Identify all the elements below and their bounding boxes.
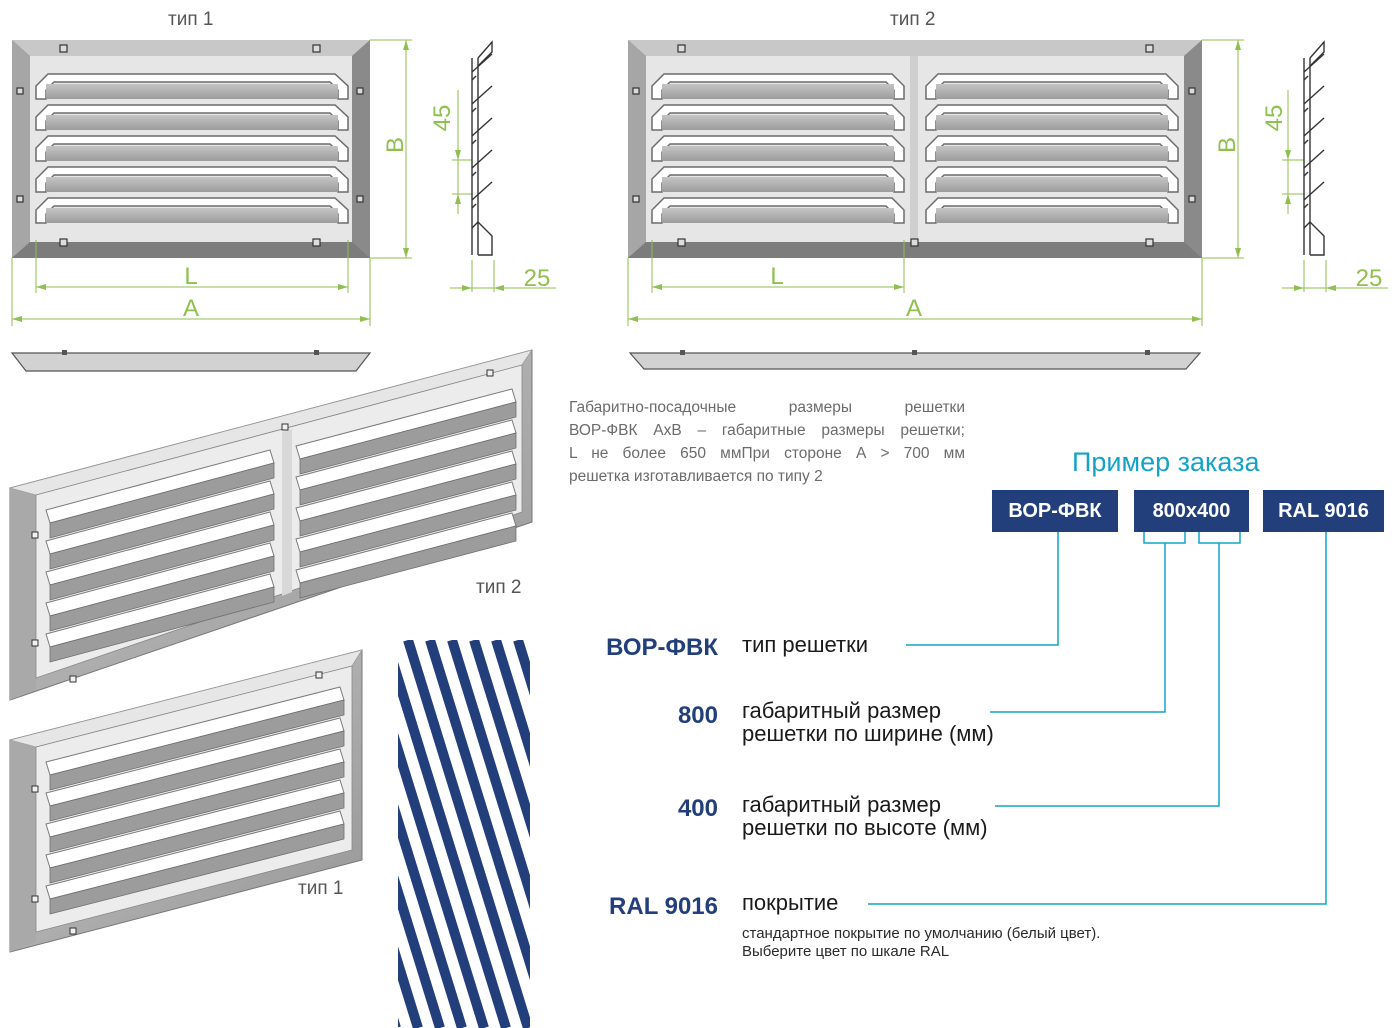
iso-type-1-label: тип 1: [298, 878, 344, 899]
side-profile-type-1: [471, 40, 493, 256]
iso-louvers-type-1: [45, 686, 345, 915]
description-line: Габаритно-посадочные размеры решетки: [569, 399, 965, 416]
coating-note-line: стандартное покрытие по умолчанию (белый…: [742, 925, 1101, 942]
dim-step-label-2: 45: [1261, 105, 1288, 132]
isometric-type-2: [8, 349, 533, 701]
legend-desc-line: покрытие: [742, 890, 839, 915]
dimension-texts-type-1: А L В 45 25: [183, 105, 550, 322]
front-view-type-1: [12, 40, 370, 258]
dimensions-type-1: [11, 39, 556, 326]
legend-desc-line: габаритный размер: [742, 792, 941, 817]
legend-desc-line: тип решетки: [742, 632, 869, 657]
coating-note-line: Выберите цвет по шкале RAL: [742, 943, 950, 960]
order-box-coating: RAL 9016: [1263, 490, 1384, 532]
legend-code-width: 800: [677, 702, 718, 729]
bottom-view-type-1: [10, 350, 372, 372]
dimensions-type-2: [627, 39, 1388, 326]
iso-louvers-left: [45, 449, 275, 663]
dim-height-label-1: В: [382, 137, 409, 153]
legend-code-coating: RAL 9016: [609, 893, 718, 920]
coating-note: стандартное покрытие по умолчанию (белый…: [742, 925, 1100, 961]
front-view-type-2: [628, 40, 1202, 258]
legend-desc-type: тип решетки: [742, 633, 868, 656]
legend-desc-width: габаритный размер решетки по ширине (мм): [742, 699, 994, 745]
isometric-type-1: [8, 649, 363, 953]
dim-louver-length-label-1: L: [184, 263, 197, 290]
dim-width-label-2: А: [906, 295, 922, 322]
description-line: решетка изготавливается по типу 2: [569, 468, 823, 485]
louver-blades-type-2: [651, 73, 1179, 224]
mounting-dimensions-description: Габаритно-посадочные размеры решетки ВОР…: [569, 396, 965, 488]
decorative-stripes: [398, 640, 530, 1028]
dimension-texts-type-2: А L В 45 25: [770, 105, 1382, 322]
bottom-view-type-2: [628, 350, 1202, 370]
order-connectors: [868, 532, 1327, 905]
dim-depth-label-1: 25: [524, 265, 551, 292]
side-profile-type-2: [1303, 40, 1325, 256]
iso-louvers-right: [295, 388, 517, 599]
iso-type-2-label: тип 2: [476, 577, 522, 598]
legend-desc-line: решетки по ширине (мм): [742, 721, 994, 746]
legend-desc-line: габаритный размер: [742, 698, 941, 723]
legend-code-type: ВОР-ФВК: [606, 634, 718, 661]
description-line: L не более 650 ммПри стороне А > 700 мм: [569, 445, 965, 462]
legend-desc-line: решетки по высоте (мм): [742, 815, 988, 840]
order-box-size: 800х400: [1134, 490, 1249, 532]
legend-code-height: 400: [677, 795, 718, 822]
dim-depth-label-2: 25: [1356, 265, 1383, 292]
dim-height-label-2: В: [1214, 137, 1241, 153]
dim-louver-length-label-2: L: [770, 263, 783, 290]
type-1-title: тип 1: [168, 9, 214, 30]
legend-desc-coating: покрытие: [742, 891, 838, 914]
order-box-type: ВОР-ФВК: [992, 490, 1118, 532]
dim-step-label-1: 45: [429, 105, 456, 132]
description-line: ВОР-ФВК АхВ – габаритные размеры решетки…: [569, 422, 965, 439]
dim-width-label-1: А: [183, 295, 199, 322]
order-example-title: Пример заказа: [1072, 447, 1260, 477]
type-2-title: тип 2: [890, 9, 936, 30]
louver-blades-type-1: [35, 73, 349, 224]
legend-desc-height: габаритный размер решетки по высоте (мм): [742, 793, 988, 839]
